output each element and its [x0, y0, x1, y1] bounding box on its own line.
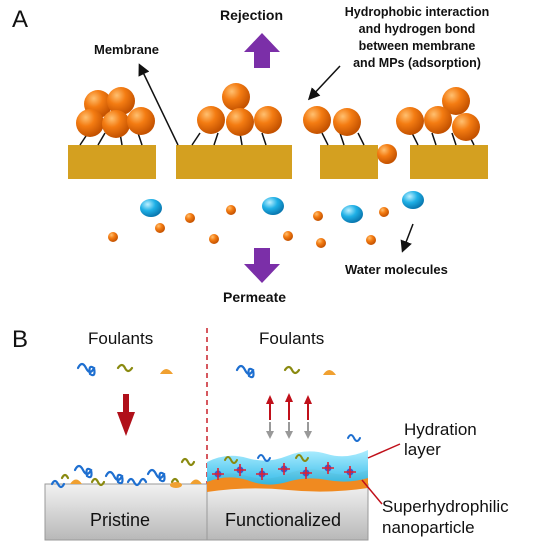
foulants-left-label: Foulants: [88, 329, 154, 348]
interaction-pointer-arrow: [307, 65, 341, 101]
water-molecule: [402, 191, 424, 209]
foulants-top: [76, 362, 301, 379]
mp-particle: [127, 107, 155, 135]
small-particle: [283, 231, 293, 241]
water-molecule: [341, 205, 363, 223]
mp-particle: [396, 107, 424, 135]
small-particle: [316, 238, 326, 248]
permeate-arrow: [244, 248, 280, 283]
membrane-slab: [320, 145, 378, 179]
deposited-foulants: [50, 457, 196, 489]
membrane-slab: [176, 145, 292, 179]
mp-particle: [222, 83, 250, 111]
hydration-leader-line: [367, 443, 401, 459]
water-molecule: [140, 199, 162, 217]
hydration-line2: layer: [404, 440, 441, 459]
interaction-note-line2: and hydrogen bond: [358, 22, 476, 36]
foulant-blob: [323, 370, 336, 375]
small-particle: [379, 207, 389, 217]
small-particle: [313, 211, 323, 221]
small-particle: [209, 234, 219, 244]
water-molecules: [108, 191, 424, 248]
deposited-blob: [170, 482, 182, 488]
mp-particle: [424, 106, 452, 134]
interaction-note-line4: and MPs (adsorption): [353, 56, 481, 70]
hydration-line1: Hydration: [404, 420, 477, 439]
nanoparticle-markers: [212, 462, 356, 480]
water-molecules-label: Water molecules: [345, 262, 448, 277]
deposited-blob: [70, 479, 82, 484]
mp-particle: [226, 108, 254, 136]
membrane-slabs: [68, 145, 488, 179]
functionalized-label: Functionalized: [225, 510, 342, 530]
interaction-note-line3: between membrane: [358, 39, 476, 53]
foulants-right-label: Foulants: [259, 329, 325, 348]
mp-particle: [442, 87, 470, 115]
mp-particle: [102, 110, 130, 138]
small-particle: [185, 213, 195, 223]
panel-b-letter: B: [12, 326, 29, 353]
hydration-layer-label: Hydration layer: [404, 420, 477, 460]
mp-particle: [107, 87, 135, 115]
tether-lines: [79, 132, 475, 146]
interaction-note: Hydrophobic interaction and hydrogen bon…: [322, 4, 512, 72]
nanoparticle-leader-line: [361, 479, 383, 505]
mp-particle: [452, 113, 480, 141]
mp-particle: [303, 106, 331, 134]
membrane-slab: [68, 145, 156, 179]
rejection-label: Rejection: [220, 7, 284, 23]
foulant-blob: [160, 369, 173, 374]
mp-particle: [377, 144, 397, 164]
foulant-down-arrow: [117, 394, 135, 436]
membrane-label: Membrane: [94, 42, 160, 57]
water-molecule: [262, 197, 284, 215]
rejection-arrow: [244, 33, 280, 68]
hydration-layer: [207, 450, 368, 485]
permeate-label: Permeate: [223, 289, 287, 305]
panel-a-letter: A: [12, 6, 29, 33]
microplastic-particles: [76, 83, 480, 164]
interaction-note-line1: Hydrophobic interaction: [344, 5, 490, 19]
mp-particle: [197, 106, 225, 134]
small-particle: [155, 223, 165, 233]
small-particle: [366, 235, 376, 245]
superhydrophilic-line1: Superhydrophilic: [382, 497, 509, 516]
superhydrophilic-line2: nanoparticle: [382, 518, 475, 537]
superhydrophilic-label: Superhydrophilic nanoparticle: [382, 496, 509, 538]
mp-particle: [333, 108, 361, 136]
pristine-label: Pristine: [90, 510, 151, 530]
small-particle: [108, 232, 118, 242]
water-pointer-arrow: [400, 223, 414, 253]
mp-particle: [76, 109, 104, 137]
membrane-slab: [410, 145, 488, 179]
small-particle: [226, 205, 236, 215]
repelled-foulants: [224, 434, 361, 464]
deposited-blob: [190, 479, 202, 484]
mp-particle: [254, 106, 282, 134]
repulsion-arrows: [266, 393, 312, 439]
membrane-pointer-arrow: [138, 63, 179, 146]
